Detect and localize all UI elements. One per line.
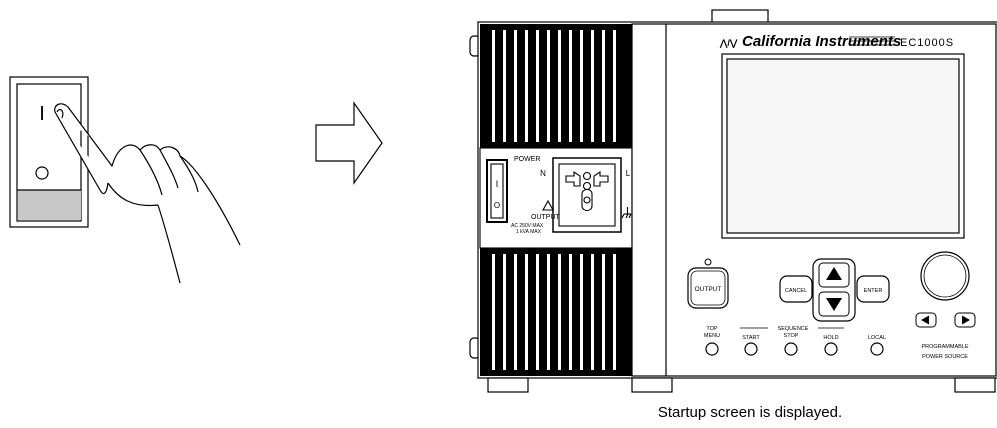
output-rating-2: 1 kVA MAX (516, 229, 542, 235)
vent-panel-bottom (480, 248, 632, 376)
brand-logo-mark: ⋀/⋁ (719, 38, 738, 48)
line-label: L (626, 169, 631, 178)
hand-pressing-switch-icon (54, 103, 241, 284)
cancel-button[interactable] (779, 275, 813, 303)
sequence-label: SEQUENCE (778, 326, 809, 332)
footer-line-1: PROGRAMMABLE (921, 344, 968, 350)
start-label: START (742, 335, 760, 341)
cancel-label: CANCEL (785, 288, 807, 294)
power-label: POWER (514, 156, 540, 163)
top-menu-button[interactable] (705, 342, 719, 356)
down-arrow-icon (826, 298, 842, 311)
warning-icon (542, 199, 554, 211)
hold-label: HOLD (823, 335, 838, 341)
enter-button[interactable] (856, 275, 890, 303)
stop-button[interactable] (784, 342, 798, 356)
up-arrow-button[interactable] (818, 262, 850, 288)
switch-off-mark: O (494, 201, 500, 210)
output-button-label: OUTPUT (695, 286, 722, 293)
right-arrow-icon (315, 101, 383, 185)
model-name: EC1000S (900, 37, 954, 49)
vent-panel-top (480, 24, 632, 148)
up-arrow-icon (826, 267, 842, 280)
rotary-knob[interactable] (920, 251, 970, 301)
stop-label: STOP (784, 333, 799, 339)
output-rating-1: AC 250V MAX (511, 223, 544, 229)
output-label: OUTPUT (531, 214, 561, 221)
start-button[interactable] (744, 342, 758, 356)
right-arrow-button[interactable] (954, 312, 976, 328)
caption: Startup screen is displayed. (657, 404, 843, 421)
brand-name: California Instruments (742, 33, 901, 50)
neutral-label: N (540, 169, 546, 178)
front-panel (631, 23, 997, 377)
hold-button[interactable] (824, 342, 838, 356)
footer-line-2: POWER SOURCE (922, 354, 968, 360)
top-menu-label-2: MENU (704, 333, 720, 339)
local-button[interactable] (870, 342, 884, 356)
output-button[interactable] (687, 267, 729, 309)
right-arrow-button-icon (962, 315, 970, 325)
local-label: LOCAL (868, 335, 886, 341)
switch-on-symbol: I (39, 103, 45, 125)
left-arrow-button[interactable] (915, 312, 937, 328)
left-arrow-icon (921, 315, 929, 325)
down-arrow-button[interactable] (818, 291, 850, 317)
ground-icon (621, 207, 632, 219)
switch-on-mark: I (496, 179, 499, 189)
top-menu-label-1: TOP (706, 326, 718, 332)
enter-label: ENTER (864, 288, 883, 294)
power-outlet-panel (479, 147, 633, 249)
output-led (704, 258, 712, 266)
rocker-switch (9, 76, 89, 228)
